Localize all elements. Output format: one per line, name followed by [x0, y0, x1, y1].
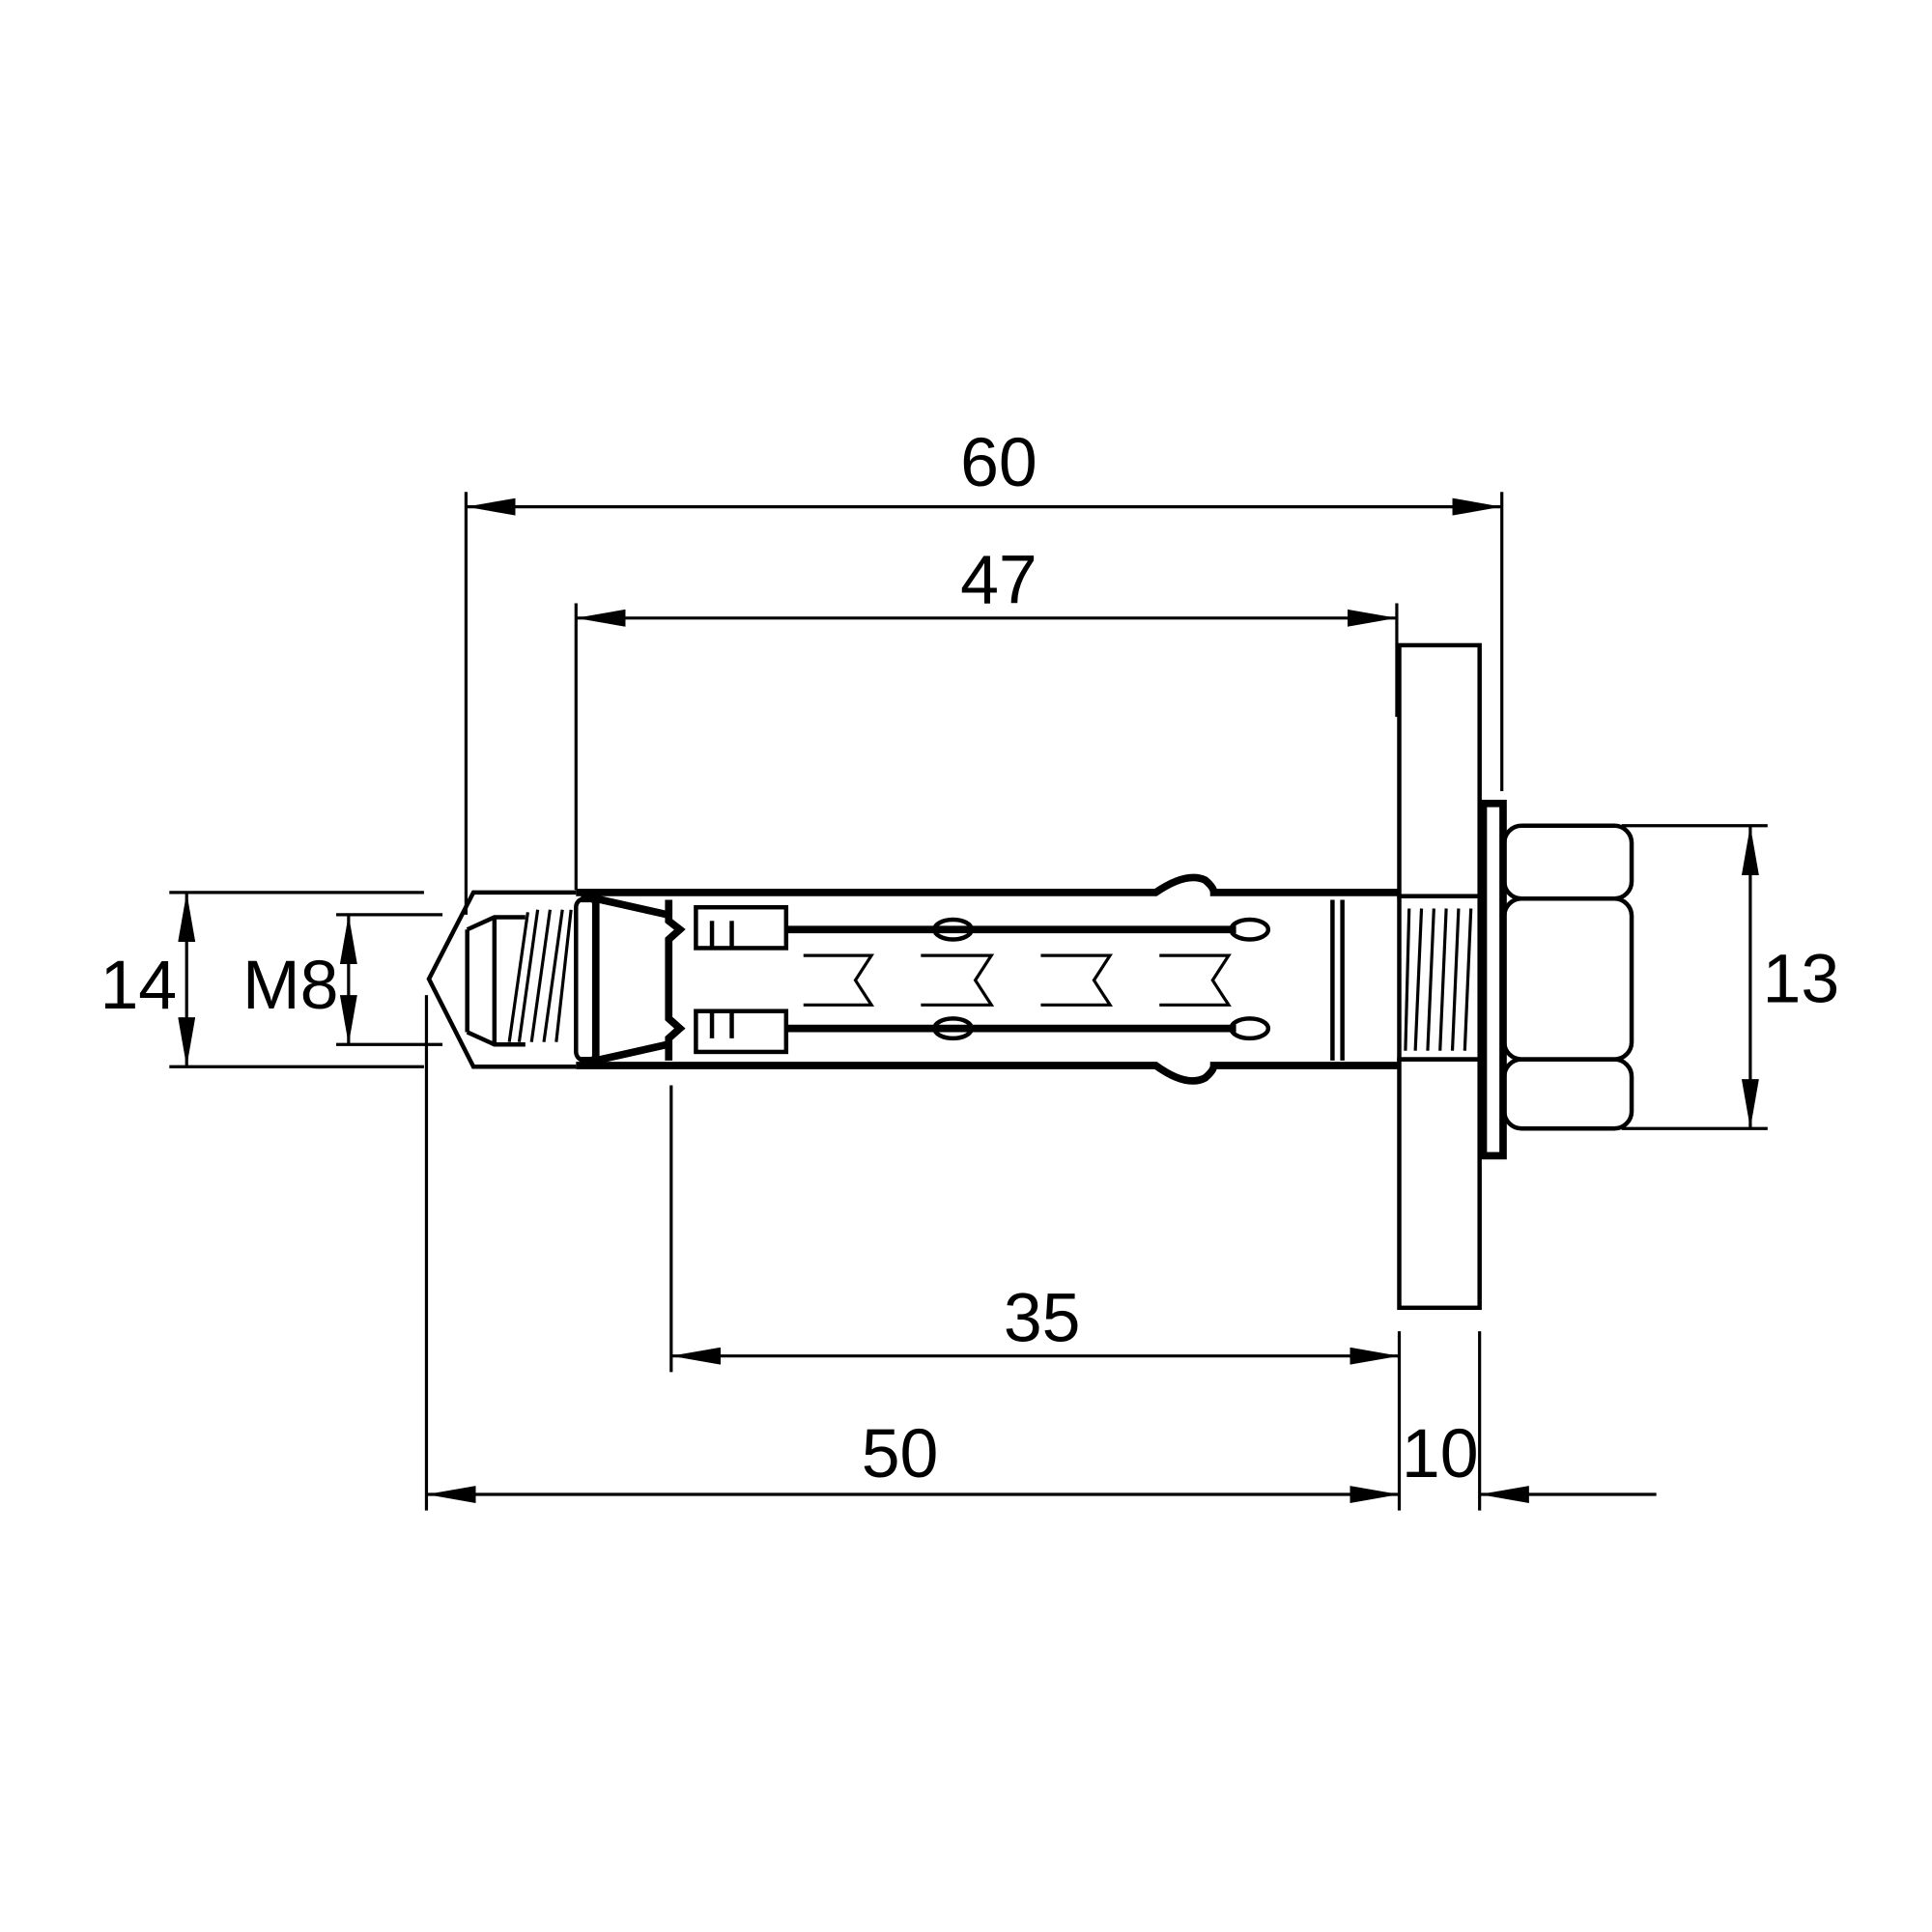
dim-label-50: 50 [862, 1415, 939, 1492]
anchor-sleeve [576, 873, 1400, 1085]
dim-label-10: 10 [1402, 1415, 1479, 1492]
hex-nut [1502, 823, 1634, 1131]
dim-label-14: 14 [99, 947, 177, 1024]
dim-label-47: 47 [960, 541, 1037, 618]
dim-label-m8: M8 [242, 947, 339, 1024]
washer [1479, 799, 1507, 1160]
expansion-cone [426, 890, 668, 1069]
dim-label-13: 13 [1763, 941, 1840, 1018]
extension-lines [169, 492, 1768, 1511]
dim-label-35: 35 [1004, 1279, 1081, 1356]
fixture-plate [1397, 642, 1482, 1311]
dim-label-60: 60 [960, 424, 1037, 501]
